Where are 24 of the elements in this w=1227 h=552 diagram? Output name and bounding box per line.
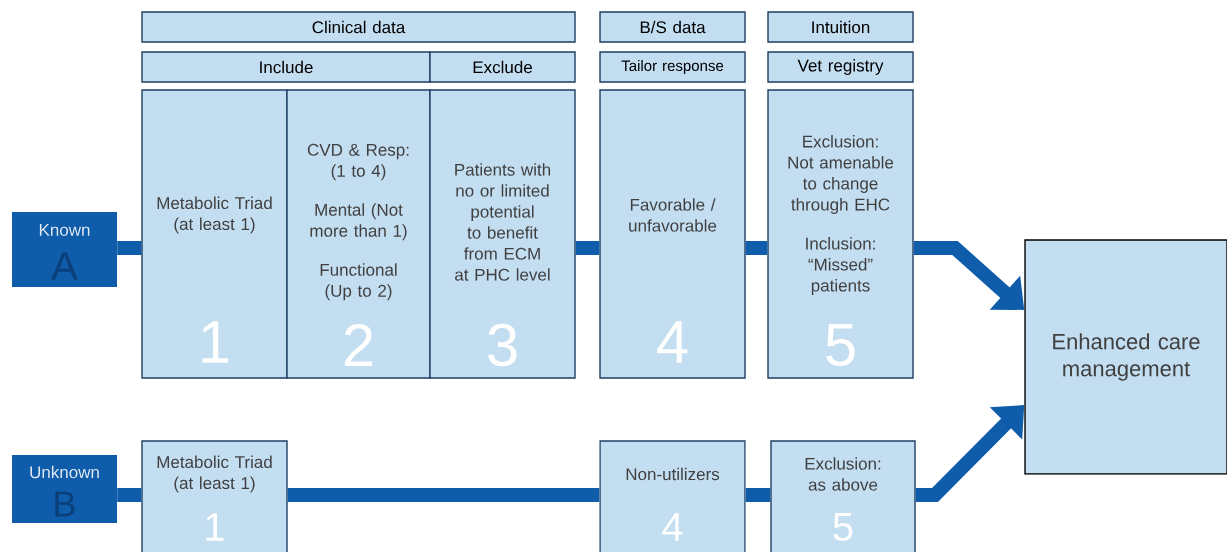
outcome-box: Enhanced care management — [1024, 239, 1227, 475]
step-number: 1 — [202, 321, 229, 363]
step-number: 1 — [206, 513, 224, 541]
step-number: 4 — [657, 321, 688, 363]
header-box: Intuition — [767, 11, 914, 43]
criteria-box: Non-utilizers 4 — [599, 440, 746, 552]
header-box: B/S data — [599, 11, 746, 43]
step-number: 3 — [488, 323, 517, 367]
header-box: Tailor response — [599, 51, 746, 83]
header-box: Vet registry — [767, 51, 914, 83]
header-box: Include — [141, 51, 431, 83]
step-number: 5 — [833, 513, 853, 541]
header-box: Exclude — [429, 51, 576, 83]
criteria-box: Metabolic Triad (at least 1) 1 — [141, 440, 288, 552]
criteria-box: Exclusion: Not amenable to change through EHC Inclusion: “Missed” patients 5 — [767, 89, 914, 379]
criteria-box: Favorable / unfavorable 4 — [599, 89, 746, 379]
header-box: Clinical data — [141, 11, 576, 43]
criteria-box: CVD & Resp: (1 to 4) Mental (Not more than 1) Functional (Up to 2) 2 — [286, 89, 431, 379]
criteria-box: Metabolic Triad (at least 1) 1 — [141, 89, 288, 379]
criteria-box: Exclusion: as above 5 — [770, 440, 916, 552]
step-number: 4 — [662, 513, 683, 541]
step-number: 5 — [826, 324, 855, 366]
step-number: 2 — [344, 324, 373, 366]
criteria-box: Patients with no or limited potential to benefit from ECM at PHC level 3 — [429, 89, 576, 379]
